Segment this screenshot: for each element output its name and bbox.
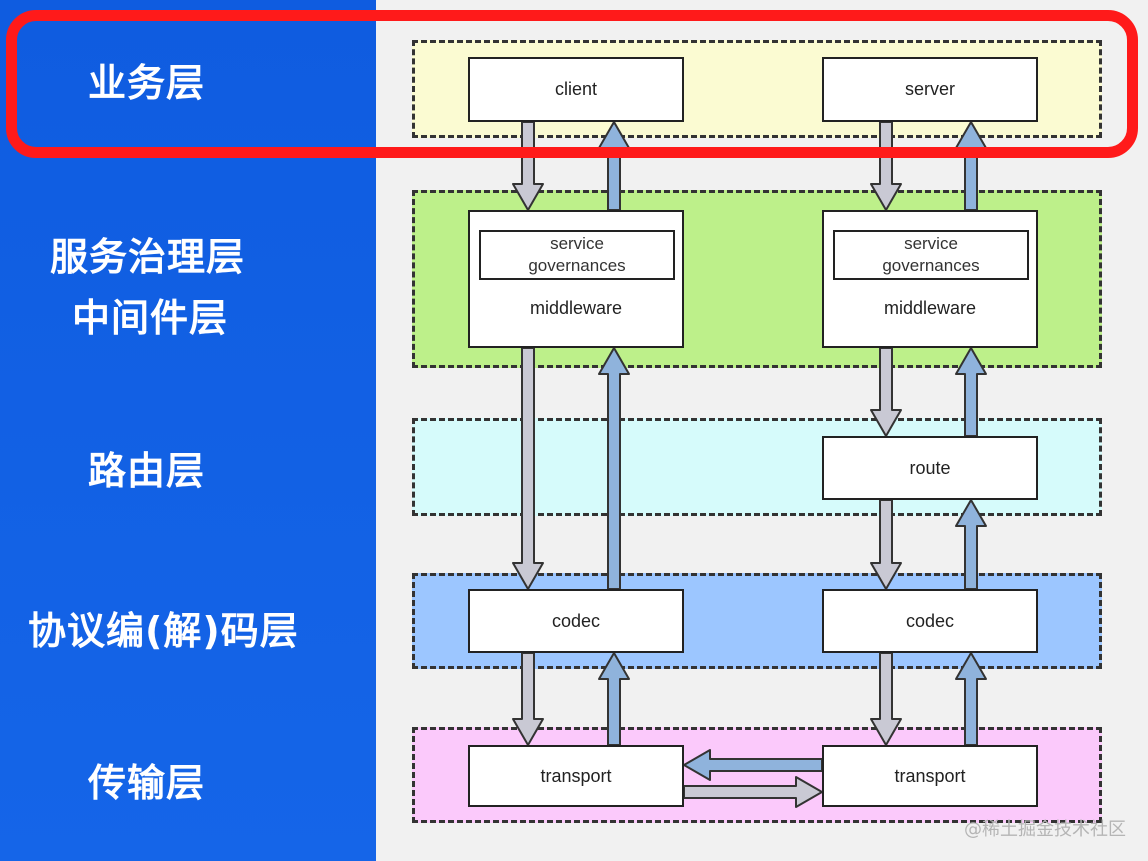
transport-box-right: transport [822, 745, 1038, 807]
middleware-label-right: middleware [883, 298, 977, 318]
route-label: route [909, 457, 951, 478]
codec-box-right: codec [822, 589, 1038, 653]
codec-label-left: codec [551, 610, 601, 631]
service-governance-box-right: service governances [833, 230, 1029, 280]
transport-label-left: transport [540, 765, 612, 786]
codec-label-right: codec [905, 610, 955, 631]
transport-box-left: transport [468, 745, 684, 807]
governances-label-left: governances [528, 256, 626, 275]
service-label-left: service [550, 234, 604, 253]
watermark: @稀土掘金技术社区 [964, 819, 1126, 840]
routing-layer-label: 路由层 [88, 449, 206, 493]
codec-box-left: codec [468, 589, 684, 653]
middleware-label-left: middleware [529, 298, 623, 318]
server-box: server [822, 57, 1038, 122]
middleware-layer-label: 中间件层 [72, 296, 229, 340]
client-label: client [554, 79, 598, 99]
transport-layer-label: 传输层 [88, 761, 206, 805]
layer-label-panel: 业务层 服务治理层 中间件层 路由层 协议编(解)码层 传输层 [0, 0, 376, 861]
middleware-box-left: service governances middleware [468, 210, 684, 348]
governances-label-right: governances [882, 256, 980, 275]
client-box: client [468, 57, 684, 122]
route-box: route [822, 436, 1038, 500]
codec-layer-label: 协议编(解)码层 [28, 609, 299, 653]
middleware-box-right: service governances middleware [822, 210, 1038, 348]
business-layer-label: 业务层 [88, 61, 206, 105]
service-governance-box-left: service governances [479, 230, 675, 280]
service-label-right: service [904, 234, 958, 253]
governance-layer-label: 服务治理层 [50, 235, 246, 279]
server-label: server [904, 79, 955, 99]
transport-label-right: transport [894, 765, 966, 786]
